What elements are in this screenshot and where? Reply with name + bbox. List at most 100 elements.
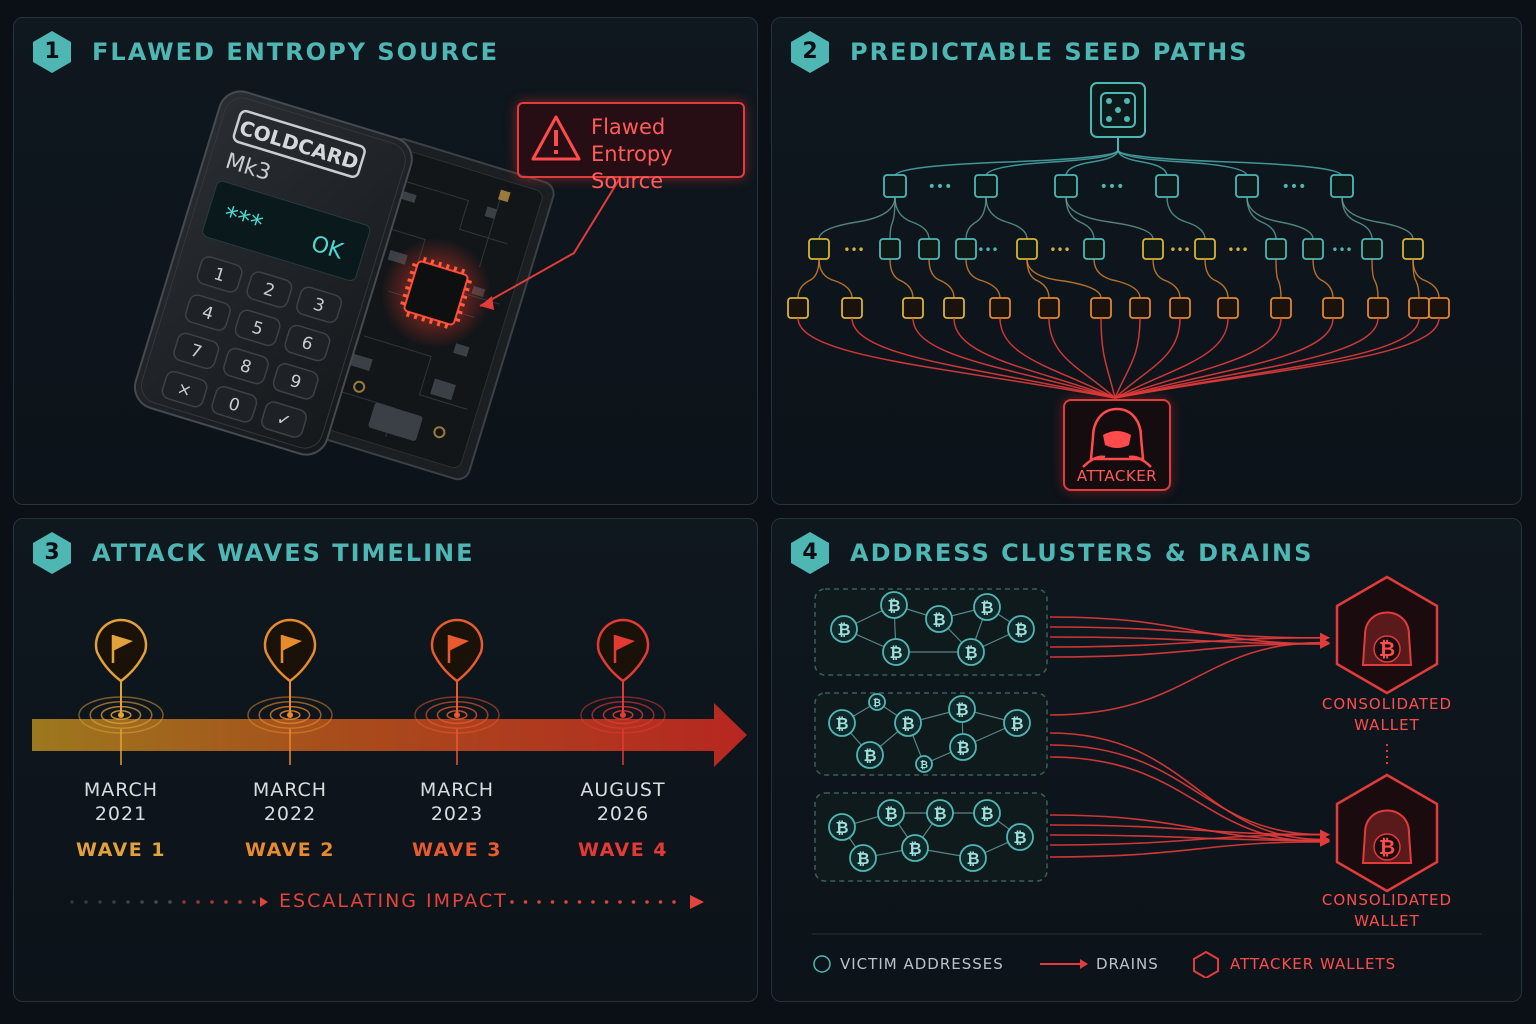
escalating-dot: [126, 900, 130, 904]
wave-year: 2023: [430, 803, 484, 825]
step-number-badge: 3: [32, 531, 72, 575]
keypad-key: [261, 401, 307, 438]
tree-edge: [1341, 196, 1414, 240]
flag-pin-icon: [596, 618, 650, 683]
victim-address-node: [957, 638, 985, 666]
wave-name: WAVE 4: [577, 839, 669, 861]
drain-arrow: [1049, 814, 1323, 842]
tree-node: [808, 238, 830, 260]
seed-path-tree: •••••••••••••••••••••••••••: [787, 82, 1450, 399]
step-number-badge: 2: [790, 30, 830, 74]
tree-edge: [818, 196, 896, 240]
attack-path: [999, 317, 1116, 399]
step-number-badge: 4: [790, 531, 830, 575]
tree-edge: [1312, 258, 1334, 299]
ellipsis-dots: •••: [1331, 243, 1352, 257]
timeline-arrow: [32, 703, 747, 767]
tree-leaf-node: [1038, 297, 1060, 319]
escalating-dot: [645, 900, 649, 904]
tree-leaf-node: [989, 297, 1011, 319]
keypad-key: [272, 362, 319, 400]
keypad-key: [296, 286, 343, 324]
timeline-graphic: [32, 618, 747, 909]
bitcoin-icon: ₿: [980, 598, 993, 617]
tree-node: [1155, 174, 1179, 198]
tree-leaf-node: [1217, 297, 1239, 319]
victim-address-node: [1007, 615, 1035, 643]
attack-path: [1114, 317, 1379, 399]
tree-edge: [889, 258, 914, 299]
bitcoin-icon: ₿: [837, 620, 850, 639]
escalating-dot: [224, 900, 228, 904]
pin-base: [454, 712, 460, 718]
pin-base: [118, 712, 124, 718]
ellipsis-dots: •••: [977, 243, 998, 257]
cluster-drain-diagram: ₿₿₿₿₿₿₿₿₿₿₿₿₿₿₿₿₿₿₿₿₿₿₿₿₿: [812, 575, 1482, 935]
bitcoin-icon: ₿: [856, 849, 869, 868]
panel-title: ADDRESS CLUSTERS & DRAINS: [850, 539, 1314, 567]
tree-node: [1265, 238, 1287, 260]
drain-arrow: [1049, 636, 1323, 645]
dice-pip: [1115, 107, 1121, 113]
tree-edge: [985, 137, 1119, 177]
dice-icon: [1100, 92, 1136, 128]
legend-victim: VICTIM ADDRESSES: [812, 952, 1004, 976]
tree-node: [879, 238, 901, 260]
tree-edge: [894, 137, 1119, 177]
entropy-chip: [400, 256, 473, 329]
escalating-dot: [510, 900, 514, 904]
ellipsis-dots: •••: [1282, 179, 1307, 195]
attack-path: [1048, 317, 1116, 399]
drain-arrow: [1049, 626, 1323, 639]
wave-name: WAVE 2: [244, 839, 336, 861]
tree-leaf-node: [1169, 297, 1191, 319]
escalating-dot: [112, 900, 116, 904]
attack-path: [851, 317, 1116, 399]
keypad-key: [161, 370, 208, 408]
attack-path: [1100, 317, 1116, 399]
escalating-dot: [70, 900, 74, 904]
tree-node: [1361, 238, 1383, 260]
bitcoin-icon: ₿: [964, 643, 977, 662]
drain-arrow: [1049, 616, 1323, 645]
legend-drains: DRAINS: [1038, 952, 1159, 976]
bitcoin-icon: ₿: [933, 804, 946, 823]
drain-arrow: [1049, 833, 1323, 846]
tree-node: [1016, 238, 1038, 260]
escalating-dot: [252, 900, 256, 904]
wallet-coin: [1373, 833, 1401, 861]
tree-node: [1194, 238, 1216, 260]
victim-address-node: [882, 638, 910, 666]
attack-path: [953, 317, 1116, 399]
bitcoin-icon: ₿: [835, 818, 848, 837]
wave-year: 2021: [94, 803, 148, 825]
panel-flawed-entropy: 1 FLAWED ENTROPY SOURCE: [13, 17, 758, 505]
wave-month: AUGUST: [580, 779, 666, 801]
tree-edge: [1275, 258, 1282, 299]
drain-arrowhead: [1320, 836, 1330, 847]
tree-edge: [1371, 258, 1379, 299]
tree-node: [918, 238, 940, 260]
callout-line-1: Flawed: [591, 115, 666, 139]
panel-seed-paths: 2 PREDICTABLE SEED PATHS •••••••••••••••…: [771, 17, 1522, 505]
warning-icon: [531, 115, 581, 161]
tree-leaf-node: [1367, 297, 1389, 319]
drain-arrow: [1049, 824, 1323, 836]
drain-arrow: [1049, 732, 1323, 841]
attack-path: [1114, 317, 1440, 399]
drain-arrow-icon: [1040, 959, 1088, 969]
escalating-dot: [537, 900, 541, 904]
bitcoin-icon: ₿: [884, 804, 897, 823]
brand-badge: [232, 109, 366, 179]
victim-address-node: [877, 799, 905, 827]
escalating-dot: [604, 900, 609, 904]
tree-edge: [1026, 258, 1102, 299]
dice-pip: [1106, 116, 1112, 122]
attacker-hexagon-icon: [1193, 950, 1219, 978]
attack-path: [797, 317, 1116, 399]
